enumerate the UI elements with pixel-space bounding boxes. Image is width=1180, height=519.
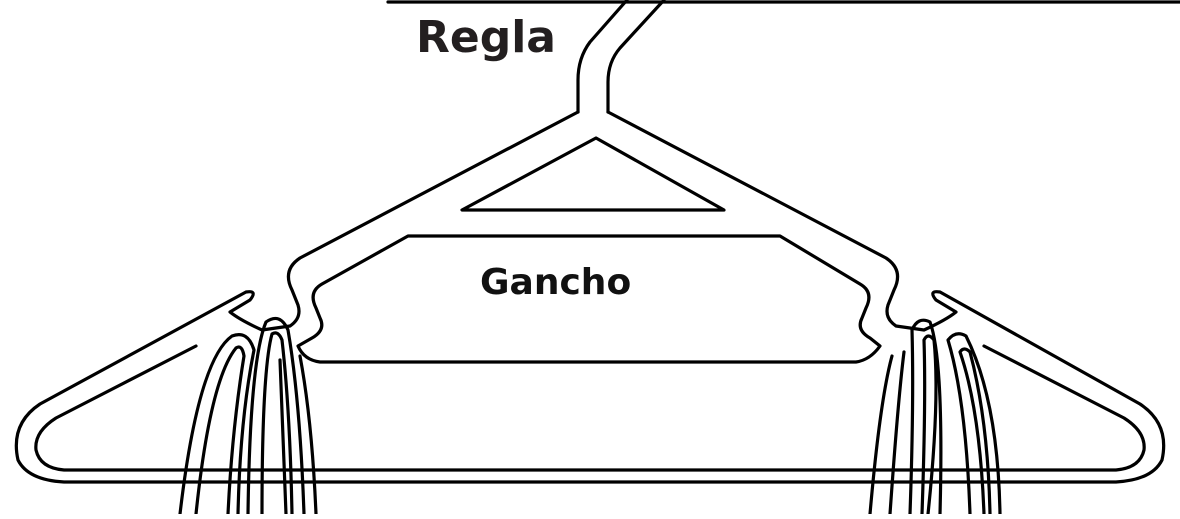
ruler-label: Regla [416,12,556,63]
left-strings [178,316,318,516]
right-strings [868,318,1002,516]
hanger-hook [576,0,666,114]
hanger-inner-frame [296,234,882,364]
hanger-label: Gancho [480,262,632,303]
hanger-inner-triangle [460,136,726,212]
